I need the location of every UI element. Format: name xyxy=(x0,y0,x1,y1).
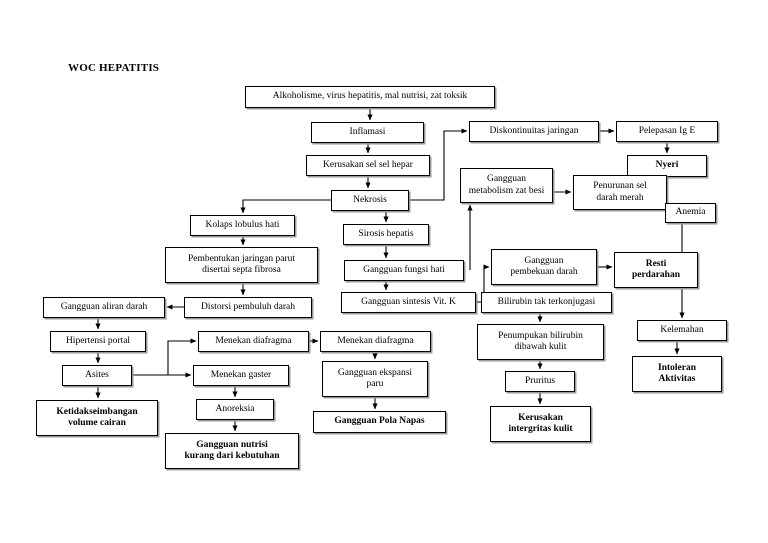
flow-node-n17: Gangguan sintesis Vit. K xyxy=(341,292,476,313)
flow-node-label: Gangguan sintesis Vit. K xyxy=(361,296,456,307)
flow-node-label: Bilirubin tak terkonjugasi xyxy=(497,296,596,307)
flow-node-label: Gangguan aliran darah xyxy=(60,301,148,312)
flow-node-n22: Menekan diafragma xyxy=(198,331,309,352)
flow-node-label: Anoreksia xyxy=(215,403,255,414)
flow-node-n33: Gangguan Pola Napas xyxy=(313,411,446,433)
flow-node-n5: Diskontinuitas jaringan xyxy=(469,121,599,142)
flow-node-label: Inflamasi xyxy=(349,126,386,137)
flow-node-n25: Kelemahan xyxy=(637,320,727,341)
flow-node-n26: Asites xyxy=(62,365,132,386)
flow-node-n31: Anoreksia xyxy=(196,399,274,420)
flow-node-n20: Gangguan aliran darah xyxy=(43,297,165,318)
flow-node-label: Menekan gaster xyxy=(210,369,272,380)
flow-node-label: Nekrosis xyxy=(353,194,387,205)
flow-node-n1: Alkoholisme, virus hepatitis, mal nutris… xyxy=(245,86,495,108)
flow-node-n4: Nekrosis xyxy=(331,190,409,211)
flow-node-n29: Pruritus xyxy=(505,371,575,392)
flow-node-label: Hipertensi portal xyxy=(65,335,131,346)
flow-node-n7: Nyeri xyxy=(627,155,707,177)
flow-node-label: Menekan diafragma xyxy=(215,335,292,346)
flow-node-label: Pruritus xyxy=(524,375,556,386)
flow-node-label: Alkoholisme, virus hepatitis, mal nutris… xyxy=(272,91,468,102)
flow-node-label: Pelepasan Ig E xyxy=(638,125,696,136)
flow-node-label: Kerusakan sel sel hepar xyxy=(323,159,413,170)
flow-node-label: Gangguan Pola Napas xyxy=(334,416,425,427)
flow-node-label: Distorsi pembuluh darah xyxy=(201,301,295,312)
flow-node-n12: Sirosis hepatis xyxy=(343,224,429,245)
flow-node-label: Kelemahan xyxy=(660,324,704,335)
flow-node-label: Kolaps lobulus hati xyxy=(205,219,280,230)
flow-node-n10: Anemia xyxy=(665,203,716,223)
page-title: WOC HEPATITIS xyxy=(68,62,160,74)
flow-node-label: Nyeri xyxy=(655,160,679,171)
flow-node-label: Gangguan fungsi hati xyxy=(363,264,445,275)
flow-node-label: Menekan diafragma xyxy=(337,335,414,346)
flow-node-label: Asites xyxy=(85,369,109,380)
flow-node-n3: Kerusakan sel sel hepar xyxy=(306,155,430,176)
flow-node-label: Sirosis hepatis xyxy=(358,228,414,239)
flow-node-n11: Kolaps lobulus hati xyxy=(190,215,295,236)
flow-node-label: Anemia xyxy=(675,207,706,218)
flow-node-n19: Distorsi pembuluh darah xyxy=(184,297,312,318)
flow-node-n2: Inflamasi xyxy=(311,122,424,143)
flow-edge-n4-to-n11 xyxy=(240,199,331,214)
flow-node-label: Diskontinuitas jaringan xyxy=(489,125,579,136)
flow-node-n14: Gangguan fungsi hati xyxy=(344,260,464,281)
flow-node-n21: Hipertensi portal xyxy=(50,331,146,352)
flow-node-n23: Menekan diafragma xyxy=(320,331,431,352)
flow-node-n6: Pelepasan Ig E xyxy=(616,121,718,142)
flow-node-n18: Bilirubin tak terkonjugasi xyxy=(481,292,612,313)
flow-node-n27: Menekan gaster xyxy=(193,365,289,386)
